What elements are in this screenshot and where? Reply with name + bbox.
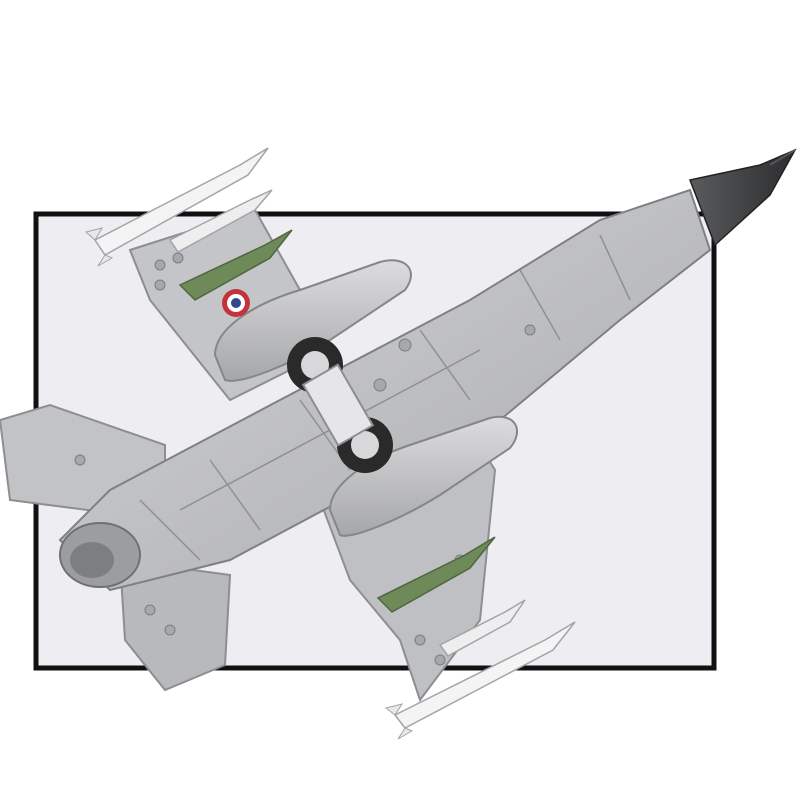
lower-drop-tank (328, 415, 519, 537)
roundel-icon (222, 289, 250, 317)
upper-white-missile-outer (84, 147, 269, 267)
upper-white-missile-inner (168, 189, 273, 253)
engine-nozzle (59, 522, 141, 588)
main-landing-gear (287, 337, 393, 473)
fighter-jet-model (0, 147, 797, 740)
lower-green-missile (376, 536, 496, 613)
fuselage (58, 188, 712, 592)
lower-white-missile-outer (384, 621, 576, 740)
upper-drop-tank (213, 259, 412, 382)
lower-tail-stabilizer (118, 558, 232, 692)
upper-green-missile (178, 229, 293, 301)
nose-cone (688, 148, 797, 247)
stud-details (74, 252, 536, 666)
pitot-tube (769, 149, 796, 166)
lower-white-missile-inner (438, 599, 526, 657)
